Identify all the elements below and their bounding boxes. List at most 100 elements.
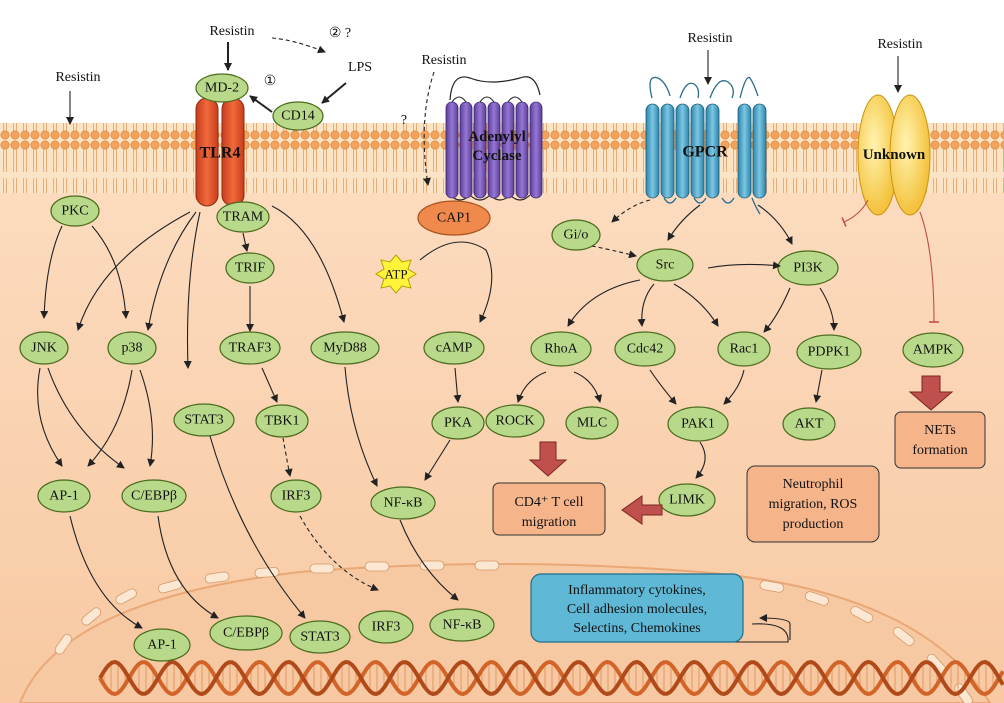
cd14-node: CD14: [272, 101, 324, 131]
nuc-stat3-label: STAT3: [300, 630, 339, 645]
unknown-receptor: Unknown: [857, 94, 931, 216]
svg-text:CAP1: CAP1: [437, 211, 471, 226]
nuc-ap1-label: AP-1: [147, 638, 177, 653]
akt-label: AKT: [795, 417, 824, 432]
cdc42-node: Cdc42: [614, 331, 676, 367]
step1-label: ①: [264, 74, 277, 89]
svg-text:migration: migration: [522, 515, 576, 530]
svg-text:Inflammatory cytokines,: Inflammatory cytokines,: [568, 583, 706, 598]
tram-label: TRAM: [223, 210, 264, 225]
pi3k-label: PI3K: [793, 261, 823, 276]
nuc-ap1-node: AP-1: [133, 628, 191, 662]
svg-text:CD14: CD14: [281, 109, 314, 124]
jnk-node: JNK: [19, 331, 69, 365]
pi3k-node: PI3K: [777, 250, 839, 286]
gio-node: Gi/o: [551, 219, 601, 251]
stat3-label: STAT3: [184, 413, 223, 428]
trif-label: TRIF: [235, 261, 266, 276]
p38-node: p38: [107, 331, 157, 365]
atp-node: ATP: [375, 254, 417, 294]
ap1-label: AP-1: [49, 489, 79, 504]
limk-node: LIMK: [658, 483, 716, 517]
nuc-nfkb-node: NF-κB: [429, 608, 495, 642]
svg-text:NETs: NETs: [924, 423, 956, 438]
jnk-label: JNK: [31, 341, 57, 356]
cdc42-label: Cdc42: [627, 342, 664, 357]
gpcr-label: GPCR: [682, 144, 728, 161]
camp-label: cAMP: [436, 341, 473, 356]
red-block-arrows: [528, 375, 954, 525]
resistin-label-ac: Resistin: [421, 53, 466, 68]
rock-node: ROCK: [485, 404, 545, 438]
resistin-label-gpcr: Resistin: [687, 31, 732, 46]
tlr4-label: TLR4: [200, 145, 241, 162]
ampk-node: AMPK: [902, 332, 964, 368]
pdpk1-node: PDPK1: [796, 334, 862, 370]
svg-text:Neutrophil: Neutrophil: [783, 477, 844, 492]
svg-text:Cell adhesion molecules,: Cell adhesion molecules,: [567, 602, 707, 617]
svg-text:MD-2: MD-2: [205, 81, 239, 96]
adenylyl-label: Adenylyl: [468, 129, 526, 145]
p38-label: p38: [122, 341, 143, 356]
neutrophil-box: Neutrophil migration, ROS production: [746, 465, 880, 543]
nets-box: NETs formation: [894, 411, 986, 469]
rac1-node: Rac1: [717, 331, 771, 367]
nuc-cebpb-label: C/EBPβ: [223, 626, 269, 641]
limk-label: LIMK: [669, 493, 705, 508]
gio-label: Gi/o: [564, 228, 589, 243]
tbk1-label: TBK1: [265, 414, 300, 429]
tbk1-node: TBK1: [255, 404, 309, 438]
akt-node: AKT: [782, 407, 836, 441]
svg-text:formation: formation: [912, 443, 967, 458]
svg-text:production: production: [783, 517, 844, 532]
cebpb-label: C/EBPβ: [131, 489, 177, 504]
cd4-migration-box: CD4⁺ T cell migration: [492, 482, 606, 536]
myd88-node: MyD88: [310, 331, 380, 365]
mlc-label: MLC: [577, 416, 607, 431]
src-label: Src: [656, 258, 675, 273]
myd88-label: MyD88: [323, 341, 367, 356]
stat3-node: STAT3: [173, 403, 235, 437]
dna-helix: [98, 659, 1004, 697]
nuc-cebpb-node: C/EBPβ: [209, 615, 283, 651]
svg-text:Selectins, Chemokines: Selectins, Chemokines: [573, 621, 701, 636]
pkc-label: PKC: [61, 204, 88, 219]
camp-node: cAMP: [423, 331, 485, 365]
unknown-label: Unknown: [863, 147, 926, 163]
resistin-label-tlr4: Resistin: [209, 24, 254, 39]
resistin-label-unknown: Resistin: [877, 37, 922, 52]
nuc-irf3-label: IRF3: [372, 620, 401, 635]
nuc-nfkb-label: NF-κB: [443, 618, 482, 633]
target-genes-box: Inflammatory cytokines, Cell adhesion mo…: [530, 573, 744, 643]
pathway-arrows: [37, 199, 940, 643]
pak1-node: PAK1: [667, 406, 729, 442]
mlc-node: MLC: [565, 406, 619, 440]
adenylyl-cyclase: Adenylyl Cyclase: [445, 76, 543, 201]
traf3-node: TRAF3: [219, 331, 281, 365]
svg-text:migration, ROS: migration, ROS: [769, 497, 858, 512]
irf3-node: IRF3: [270, 479, 322, 513]
trif-node: TRIF: [225, 252, 275, 284]
step2-label: ② ?: [329, 26, 351, 41]
lps-label: LPS: [348, 60, 372, 75]
tram-node: TRAM: [216, 201, 270, 233]
nfkb-node: NF-κB: [370, 486, 436, 520]
rac1-label: Rac1: [730, 342, 759, 357]
traf3-label: TRAF3: [229, 341, 272, 356]
svg-text:Cyclase: Cyclase: [472, 148, 521, 164]
tlr4-receptor: TLR4: [195, 97, 245, 207]
svg-text:CD4⁺ T cell: CD4⁺ T cell: [514, 495, 583, 510]
ampk-label: AMPK: [913, 343, 953, 358]
irf3-label: IRF3: [282, 489, 311, 504]
rhoa-label: RhoA: [544, 342, 578, 357]
pak1-label: PAK1: [681, 417, 715, 432]
rock-label: ROCK: [496, 414, 535, 429]
rhoa-node: RhoA: [530, 331, 592, 367]
question-mark: ?: [401, 113, 407, 128]
resistin-label-left: Resistin: [55, 70, 100, 85]
md2-node: MD-2: [195, 73, 249, 103]
pka-node: PKA: [431, 406, 485, 440]
nuc-stat3-node: STAT3: [289, 620, 351, 654]
